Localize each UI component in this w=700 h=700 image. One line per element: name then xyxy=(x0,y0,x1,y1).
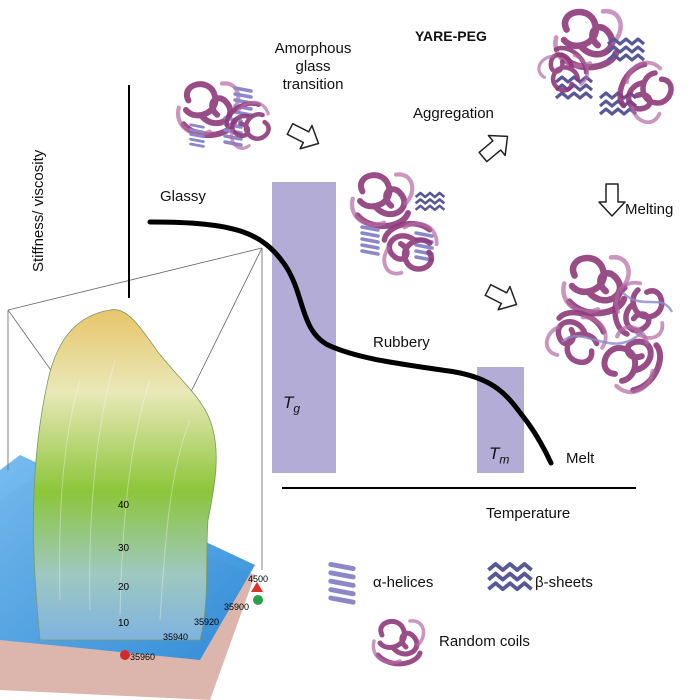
surface-plot-peak xyxy=(33,309,217,641)
legend-random-coil-icon xyxy=(373,621,423,664)
legend-alpha-helices-label: α-helices xyxy=(373,574,434,591)
surface-plot-inset: 40 30 20 10 35960 35940 35920 35900 4500 xyxy=(0,247,268,700)
arrow-aggregation xyxy=(473,125,517,168)
arrow-melting xyxy=(598,183,626,217)
surface-plot-z-tick: 40 xyxy=(118,500,130,511)
legend-alpha-helix-icon xyxy=(331,564,353,602)
tm-symbol: T xyxy=(489,444,500,463)
stiffness-curve xyxy=(147,219,554,466)
surface-plot-y-tick: 4500 xyxy=(248,574,268,584)
protein-cluster-amorphous xyxy=(352,174,446,275)
y-axis-label: Stiffness/ viscosity xyxy=(30,149,47,272)
surface-plot-x-tick: 35940 xyxy=(163,632,188,642)
tm-transition-bar xyxy=(477,367,524,473)
amorphous-transition-label: Amorphous glass transition xyxy=(263,40,363,94)
aggregation-label: Aggregation xyxy=(413,105,494,122)
legend-beta-sheet-icon xyxy=(486,562,534,592)
melting-label: Melting xyxy=(625,201,674,218)
tg-label: Tg xyxy=(283,393,300,415)
arrow-amorphous xyxy=(283,116,326,156)
tg-transition-bar xyxy=(272,182,336,473)
legend-random-coils-label: Random coils xyxy=(439,633,530,650)
rubbery-region-label: Rubbery xyxy=(373,334,430,351)
tm-subscript: m xyxy=(499,452,510,467)
arrow-to-melt xyxy=(481,277,524,317)
surface-plot-z-tick: 10 xyxy=(118,618,130,629)
surface-plot-ridges xyxy=(59,359,191,621)
tg-symbol: T xyxy=(283,393,294,412)
melt-region-label: Melt xyxy=(566,450,595,467)
amorphous-label-line3: transition xyxy=(282,76,344,93)
surface-plot-x-tick: 35960 xyxy=(130,652,155,662)
glassy-region-label: Glassy xyxy=(160,188,206,205)
surface-plot-marker-red-2 xyxy=(120,650,130,660)
diagram-title: YARE-PEG xyxy=(415,28,487,44)
tm-label: Tm xyxy=(489,444,509,466)
protein-cluster-melt xyxy=(543,257,674,400)
x-axis-label: Temperature xyxy=(486,505,571,522)
surface-plot-z-tick: 20 xyxy=(118,582,130,593)
tg-subscript: g xyxy=(293,401,301,416)
surface-plot-marker-green xyxy=(253,595,263,605)
surface-plot-x-tick: 35900 xyxy=(224,602,249,612)
surface-plot-marker-red xyxy=(251,582,263,592)
amorphous-label-line2: glass xyxy=(295,58,331,75)
surface-plot-x-tick: 35920 xyxy=(194,617,219,627)
protein-cluster-aggregated xyxy=(535,11,680,126)
surface-plot-z-tick: 30 xyxy=(118,543,130,554)
legend-beta-sheets-label: β-sheets xyxy=(535,574,593,591)
amorphous-label-line1: Amorphous xyxy=(274,40,352,57)
